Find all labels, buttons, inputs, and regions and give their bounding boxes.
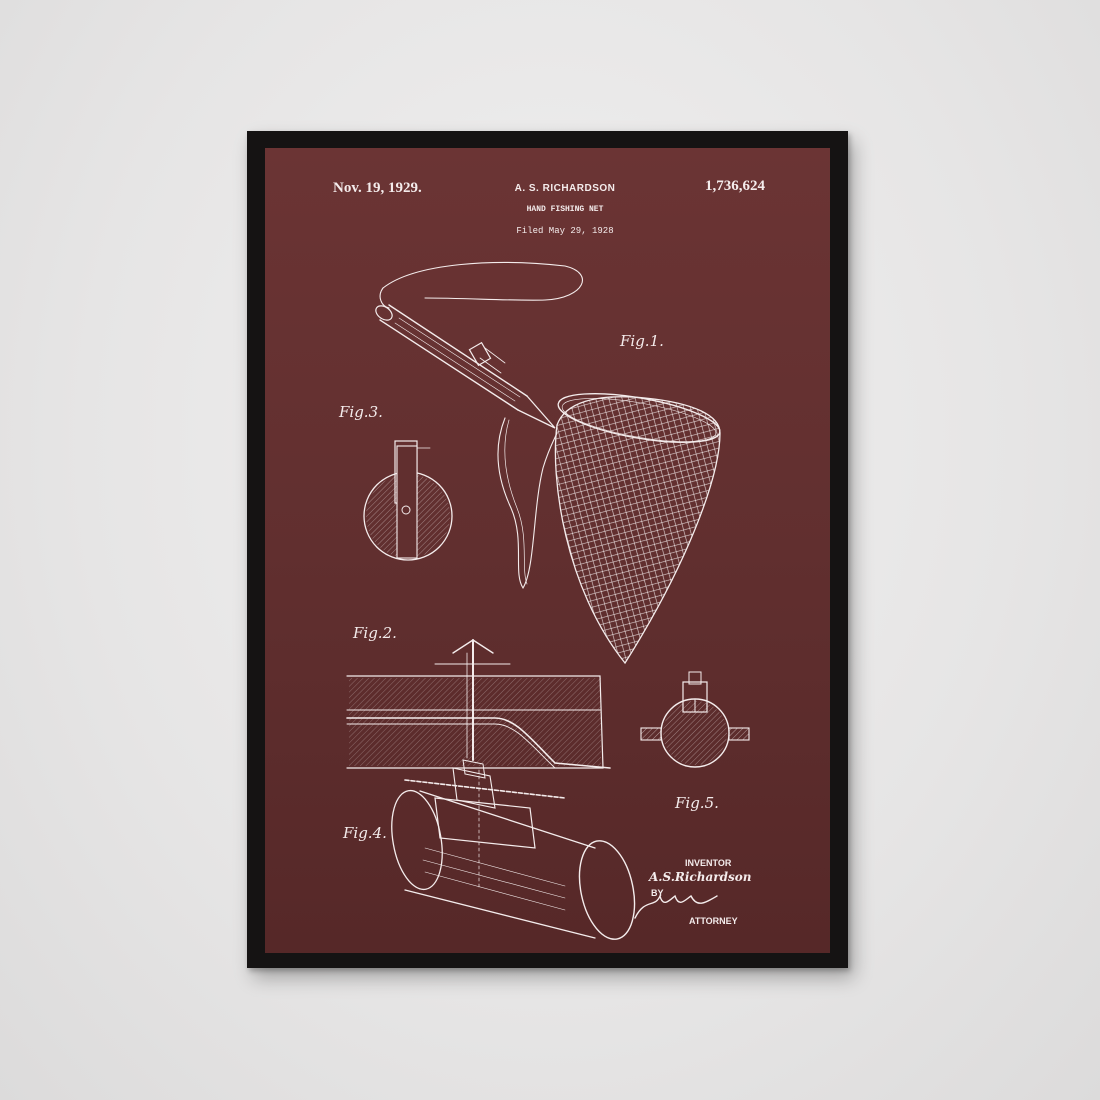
inventor-signature: A.S.Richardson: [649, 870, 752, 884]
fig2-label: Fig.2.: [352, 624, 397, 642]
fig4-label: Fig.4.: [342, 824, 387, 842]
by-label: BY: [651, 888, 664, 898]
fig5-label: Fig.5.: [674, 794, 719, 812]
patent-number: 1,736,624: [705, 178, 765, 194]
patent-date: Nov. 19, 1929.: [333, 180, 422, 196]
attorney-label: ATTORNEY: [689, 916, 738, 926]
inventor-name: A. S. RICHARDSON: [514, 183, 616, 194]
patent-poster: Fig.1. Fig.3. Fig.2. Fig.5. Fig.4. Nov. …: [265, 148, 830, 953]
patent-drawing: Fig.1. Fig.3. Fig.2. Fig.5. Fig.4.: [338, 261, 750, 940]
fig5-end-section: [640, 671, 750, 768]
fig4-perspective: [391, 759, 636, 940]
patent-title: HAND FISHING NET: [526, 205, 604, 214]
fig2-longitudinal-section: [346, 639, 611, 769]
fig3-label: Fig.3.: [338, 403, 383, 421]
fig3-cross-section: [363, 440, 453, 561]
fig1-handle-and-net: [375, 261, 721, 665]
inventor-label: INVENTOR: [685, 858, 732, 868]
filed-date: Filed May 29, 1928: [516, 226, 614, 236]
attorney-signature-flourish: [634, 893, 718, 919]
figure-labels: Fig.1. Fig.3. Fig.2. Fig.5. Fig.4.: [338, 332, 719, 842]
fig1-label: Fig.1.: [619, 332, 664, 350]
